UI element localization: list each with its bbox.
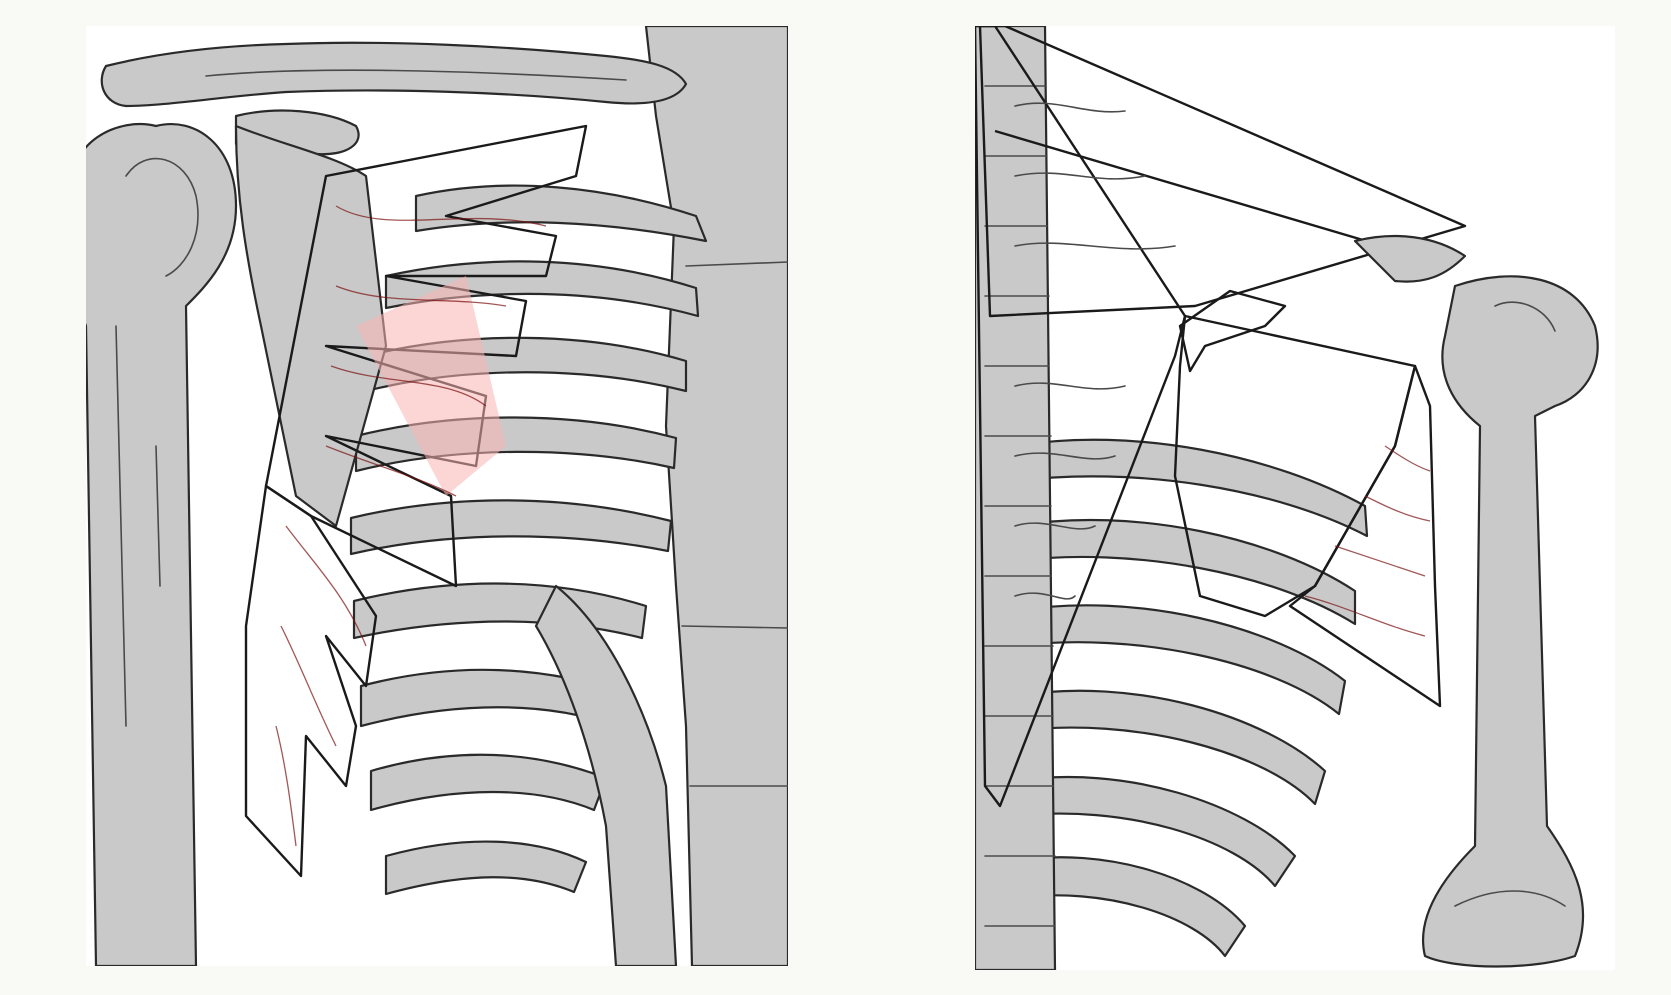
trapezius-muscle <box>975 26 1467 808</box>
posterior-rib-cage <box>1013 438 1369 958</box>
rib-4 <box>354 416 678 473</box>
posterior-rib-4 <box>1013 689 1327 806</box>
humerus-shaft-line <box>115 325 161 727</box>
posterior-rib-5 <box>1013 775 1297 888</box>
posterior-rib-6 <box>1013 856 1247 958</box>
humerus <box>86 123 238 966</box>
rib-6 <box>352 582 648 640</box>
scapula <box>234 124 388 528</box>
serratus-anterior-muscle <box>244 124 588 878</box>
posterior-serratus-fiber-lines <box>1304 445 1431 637</box>
clavicle <box>100 41 688 108</box>
anterior-view-panel <box>86 26 788 966</box>
rib-5 <box>349 499 673 556</box>
anterior-view-illustration <box>86 26 788 966</box>
acromion-process <box>1178 289 1287 373</box>
sternum-edge-line <box>681 261 788 787</box>
sternum <box>644 26 788 966</box>
costal-cartilage <box>534 584 678 966</box>
posterior-rib-1 <box>1013 438 1369 538</box>
rib-8 <box>369 753 608 812</box>
serratus-lower-digitations <box>244 484 378 878</box>
trapezius-spine-pattern <box>1014 102 1176 600</box>
serratus-deep-fiber-shade <box>356 276 506 496</box>
posterior-humerus-head-line <box>1494 301 1556 332</box>
vertebral-column <box>975 26 1057 970</box>
trapezius-division-line <box>994 129 1391 250</box>
rib-9 <box>384 840 588 896</box>
posterior-serratus-anterior <box>1288 364 1442 708</box>
posterior-rib-3 <box>1013 604 1347 716</box>
trapezius-upper-triangle <box>978 26 1467 318</box>
posterior-view-illustration <box>975 26 1599 970</box>
clavicle-detail-line <box>205 69 627 81</box>
humerus-head-line <box>125 157 199 277</box>
acromion-to-humerus-bridge <box>1353 234 1467 283</box>
posterior-view-panel <box>975 26 1615 970</box>
posterior-humerus-condyle-line <box>1454 890 1566 907</box>
rib-cage <box>349 184 708 966</box>
posterior-humerus <box>1422 275 1599 968</box>
serratus-fiber-lines <box>275 205 547 847</box>
trapezius-lower-triangle <box>975 26 1187 808</box>
vertebrae-segment-lines <box>984 85 1056 927</box>
rib-1 <box>414 184 708 243</box>
